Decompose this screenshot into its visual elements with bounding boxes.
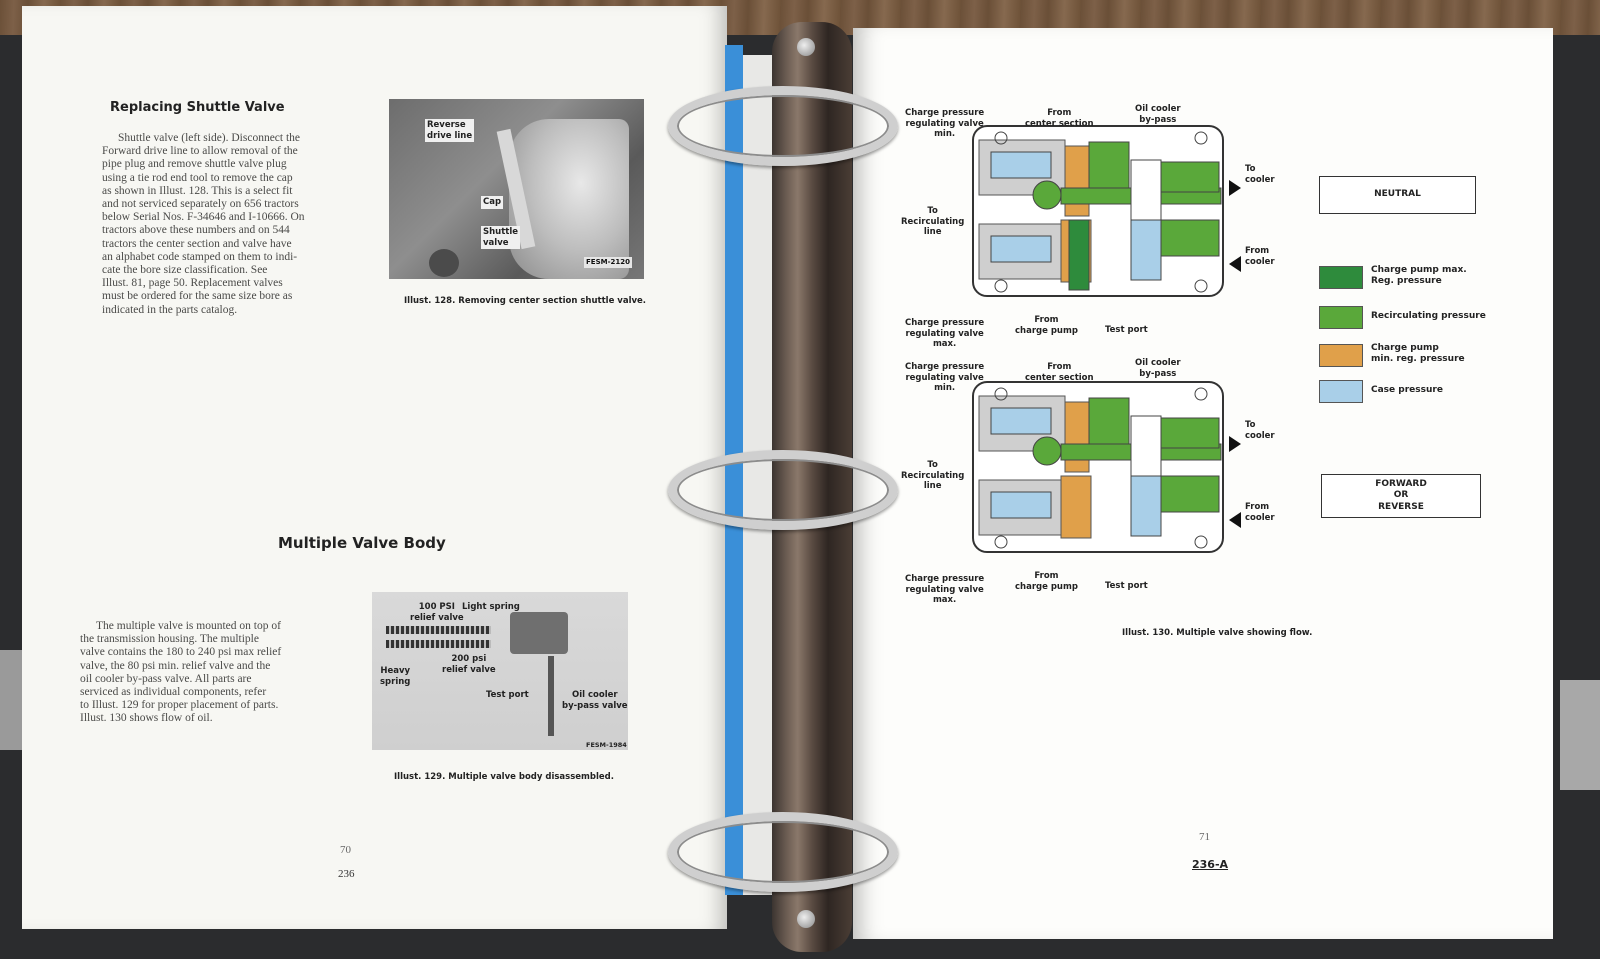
section1-body: Shuttle valve (left side). Disconnect th…: [102, 132, 305, 317]
d1-label-charge-max: Charge pressure regulating valve max.: [905, 318, 985, 349]
legend-swatch: [1319, 380, 1363, 403]
legend-swatch: [1319, 344, 1363, 367]
body-line: an alphabet code stamped on them to indi…: [102, 250, 298, 263]
legend-swatch: [1319, 266, 1363, 289]
body-line: valve contains the 180 to 240 psi max re…: [80, 646, 282, 659]
mode-neutral-box: NEUTRAL: [1319, 176, 1476, 214]
body-line: Forward drive line to allow removal of t…: [102, 145, 298, 158]
label-test-port: Test port: [486, 690, 529, 700]
label-200psi-relief: 200 psi relief valve: [442, 654, 496, 675]
d1-label-test-port: Test port: [1105, 325, 1148, 335]
label-heavy-spring: Heavy spring: [380, 666, 411, 687]
left-page-code: 236: [338, 868, 355, 880]
left-page-number: 70: [340, 844, 351, 856]
valve-diagram-forward-reverse: [972, 381, 1241, 553]
body-line: using a tie rod end tool to remove the c…: [102, 171, 293, 184]
d2-label-from-center: From center section: [1025, 362, 1094, 383]
label-reverse-drive-line: Reverse drive line: [425, 119, 475, 142]
body-line: The multiple valve is mounted on top of: [96, 620, 281, 632]
section1-title: Replacing Shuttle Valve: [110, 100, 285, 115]
body-line: must be ordered for the same size bore a…: [102, 290, 293, 303]
body-line: oil cooler by-pass valve. All parts are: [80, 672, 252, 685]
body-line: the transmission housing. The multiple: [80, 633, 259, 646]
body-line: Illust. 130 shows flow of oil.: [80, 712, 213, 725]
d2-label-oil-bypass: Oil cooler by-pass: [1135, 358, 1181, 379]
legend-label: Case pressure: [1371, 385, 1443, 395]
d1-label-oil-bypass: Oil cooler by-pass: [1135, 104, 1181, 125]
photo2-code: FESM-1984: [586, 741, 627, 749]
section2-title: Multiple Valve Body: [278, 534, 446, 552]
rivet-bottom: [797, 910, 815, 928]
d2-label-to-recirc: To Recirculating line: [901, 460, 965, 491]
body-line: valve, the 80 psi min. relief valve and …: [80, 659, 271, 672]
binder-ring-bottom: [668, 812, 898, 892]
legend-swatch: [1319, 306, 1363, 329]
body-line: tractors above these numbers and on 544: [102, 224, 290, 237]
photo-multiple-valve-parts: 100 PSI relief valve Light spring 200 ps…: [372, 592, 628, 750]
body-line: tractors the center section and valve ha…: [102, 237, 292, 250]
label-100psi-relief: 100 PSI relief valve: [410, 602, 464, 623]
body-line: and not serviced separately on 656 tract…: [102, 198, 299, 211]
d2-label-charge-min: Charge pressure regulating valve min.: [905, 362, 985, 393]
body-line: below Serial Nos. F-34646 and I-10666. O…: [102, 211, 305, 224]
photo-shuttle-valve: Reverse drive line Cap Shuttle valve FES…: [389, 99, 644, 279]
d2-label-test-port: Test port: [1105, 581, 1148, 591]
binder-ring-middle: [668, 450, 898, 530]
left-page: Replacing Shuttle Valve Shuttle valve (l…: [22, 6, 727, 929]
d1-label-from-cooler: From cooler: [1245, 246, 1275, 267]
rivet-top: [797, 38, 815, 56]
caption-illust-128: Illust. 128. Removing center section shu…: [404, 296, 647, 306]
mode-forward-reverse-box: FORWARD OR REVERSE: [1321, 474, 1481, 518]
right-page-code: 236-A: [1192, 858, 1229, 871]
right-page-number: 71: [1199, 831, 1210, 843]
caption-illust-130: Illust. 130. Multiple valve showing flow…: [1122, 628, 1313, 638]
d2-label-charge-max: Charge pressure regulating valve max.: [905, 574, 985, 605]
binder-edge-right: [1560, 680, 1600, 790]
caption-illust-129: Illust. 129. Multiple valve body disasse…: [394, 772, 614, 782]
d2-label-to-cooler: To cooler: [1245, 420, 1275, 441]
body-line: Illust. 81, page 50. Replacement valves: [102, 277, 283, 290]
d1-label-charge-min: Charge pressure regulating valve min.: [905, 108, 985, 139]
body-line: serviced as individual components, refer: [80, 686, 267, 699]
d1-label-to-cooler: To cooler: [1245, 164, 1275, 185]
body-line: indicated in the parts catalog.: [102, 303, 238, 316]
label-oil-cooler-bypass: Oil cooler by-pass valve: [562, 690, 628, 711]
label-light-spring: Light spring: [462, 602, 520, 612]
legend-label: Charge pump min. reg. pressure: [1371, 343, 1465, 364]
d2-label-from-cooler: From cooler: [1245, 502, 1275, 523]
d1-label-from-pump: From charge pump: [1015, 315, 1078, 336]
body-line: pipe plug and remove shuttle valve plug: [102, 158, 287, 171]
body-line: Shuttle valve (left side). Disconnect th…: [118, 132, 301, 144]
valve-diagram-neutral: [972, 125, 1241, 297]
body-line: to Illust. 129 for proper placement of p…: [80, 699, 279, 712]
label-shuttle-valve: Shuttle valve: [481, 226, 521, 249]
legend-label: Charge pump max. Reg. pressure: [1371, 265, 1467, 286]
d1-label-to-recirc: To Recirculating line: [901, 206, 965, 237]
legend-label: Recirculating pressure: [1371, 311, 1486, 321]
d2-label-from-pump: From charge pump: [1015, 571, 1078, 592]
body-line: as shown in Illust. 128. This is a selec…: [102, 184, 293, 197]
label-cap: Cap: [481, 196, 504, 209]
body-line: cate the bore size classification. See: [102, 264, 268, 277]
right-page: Charge pressure regulating valve min. Fr…: [853, 28, 1553, 939]
binder-ring-top: [668, 86, 898, 166]
photo1-code: FESM-2120: [584, 257, 632, 268]
d1-label-from-center: From center section: [1025, 108, 1094, 129]
